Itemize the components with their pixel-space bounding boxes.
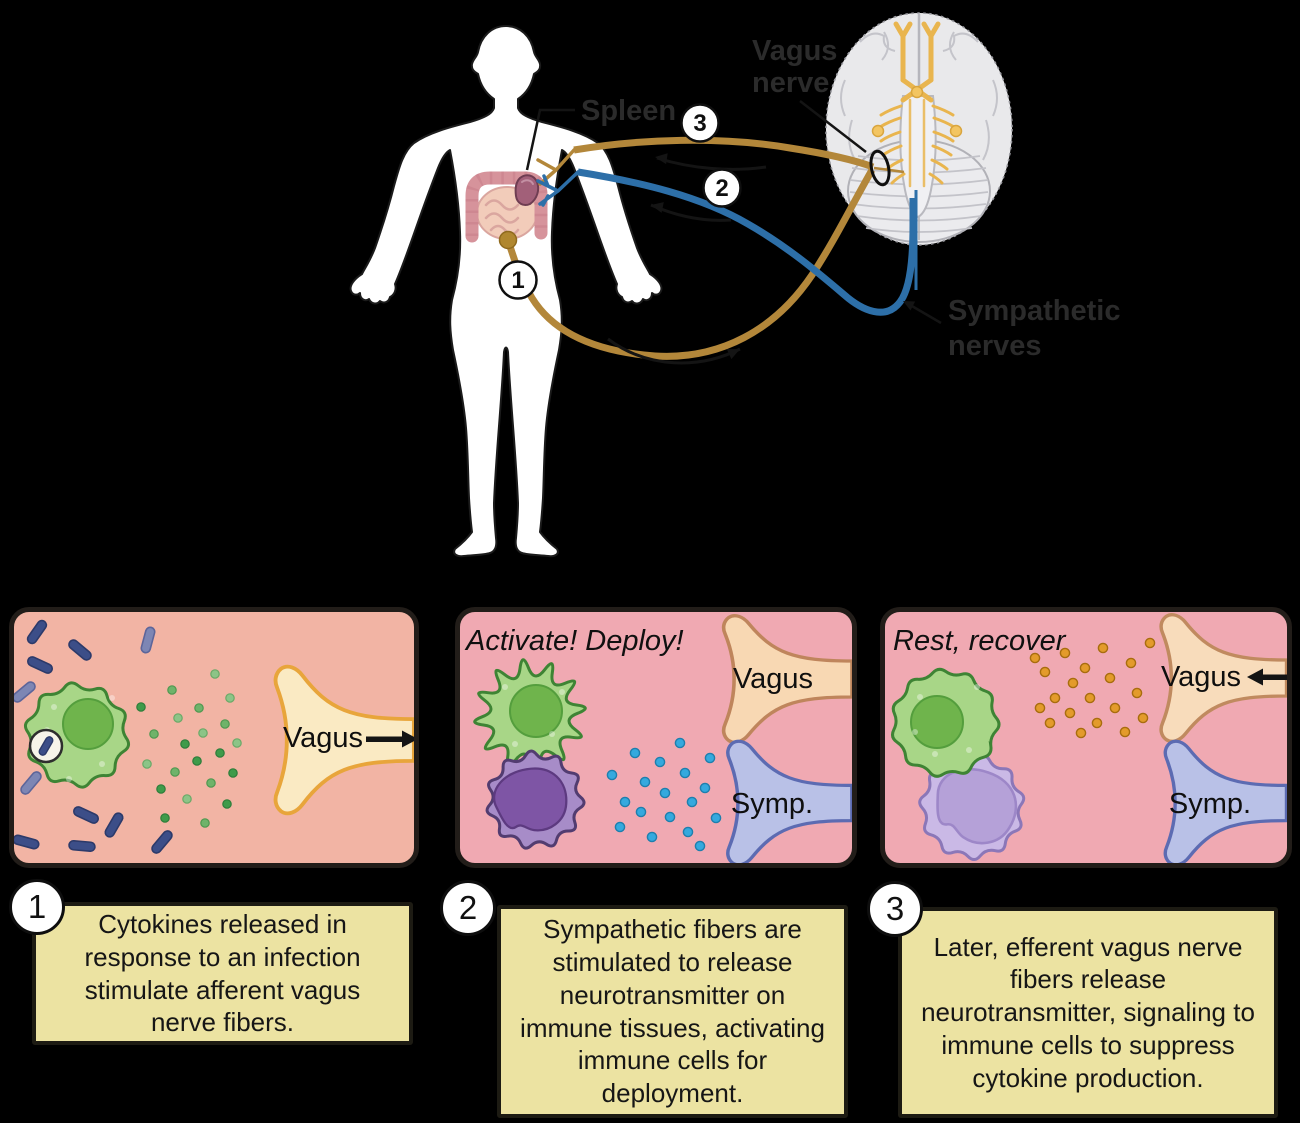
svg-text:3: 3 bbox=[693, 110, 706, 137]
vagus-nerve-label: Vagus bbox=[752, 35, 837, 67]
vagus-efferent-pathway bbox=[573, 136, 875, 171]
caption-number-3: 3 bbox=[885, 890, 905, 927]
gut-cytokine-source-dot bbox=[498, 230, 518, 250]
cranial-nerves bbox=[871, 21, 963, 188]
svg-text:1: 1 bbox=[511, 267, 524, 294]
caption-number-badge-1: 1 bbox=[9, 879, 65, 935]
anatomy-diagram: 1 2 3 Spleen Vagus nerve Sympathetic ner… bbox=[349, 12, 1120, 558]
vagus-afferent-pathway bbox=[504, 168, 876, 360]
panel-sympathetic-activation: Activate! Deploy! Vagus Symp. bbox=[455, 607, 857, 868]
panel-afferent-signal: Vagus bbox=[9, 607, 419, 868]
vagus-terminal-label: Vagus bbox=[283, 722, 363, 754]
vagus-terminal-label: Vagus bbox=[1161, 661, 1241, 693]
sympathetic-nerves-label: Sympathetic bbox=[948, 295, 1120, 327]
direction-arrow-left-icon bbox=[1247, 668, 1287, 686]
signal-direction-arrows bbox=[607, 153, 767, 365]
caption-text-2: Sympathetic fibers are stimulated to rel… bbox=[520, 914, 825, 1108]
rest-recover-annotation: Rest, recover bbox=[893, 625, 1067, 657]
direction-arrow-right-icon bbox=[366, 730, 414, 748]
step-badge-2: 2 bbox=[702, 168, 742, 208]
svg-text:2: 2 bbox=[715, 175, 728, 202]
sympathetic-nerves-label-line2: nerves bbox=[948, 330, 1042, 362]
lymphocyte-cell bbox=[485, 749, 586, 850]
neurotransmitter-dots-orange bbox=[1029, 637, 1156, 739]
bacteria-group bbox=[14, 619, 173, 854]
brain-illustration bbox=[825, 12, 1013, 290]
macrophage-cell bbox=[23, 681, 131, 789]
symp-terminal-label: Symp. bbox=[1169, 788, 1251, 820]
caption-number-badge-3: 3 bbox=[867, 881, 923, 937]
activated-macrophage-cell bbox=[473, 658, 587, 772]
resting-lymphocyte-cell bbox=[918, 754, 1026, 862]
label-pointers bbox=[525, 100, 942, 325]
vagus-oval-marker bbox=[869, 149, 891, 187]
caption-box-3: Later, efferent vagus nerve fibers relea… bbox=[898, 907, 1278, 1118]
activate-deploy-annotation: Activate! Deploy! bbox=[464, 625, 684, 657]
caption-box-2: Sympathetic fibers are stimulated to rel… bbox=[497, 905, 848, 1118]
caption-number-badge-2: 2 bbox=[440, 880, 496, 936]
caption-text-1: Cytokines released in response to an inf… bbox=[84, 909, 361, 1038]
resting-macrophage-cell bbox=[891, 667, 1001, 778]
caption-text-3: Later, efferent vagus nerve fibers relea… bbox=[921, 931, 1255, 1093]
symp-terminal-label: Symp. bbox=[731, 788, 813, 820]
sympathetic-pathway bbox=[577, 168, 917, 316]
spleen-label: Spleen bbox=[581, 95, 676, 127]
panel-vagal-suppression: Rest, recover Vagus Symp. bbox=[880, 607, 1292, 868]
sympathetic-spleen-branch bbox=[536, 170, 580, 207]
caption-number-1: 1 bbox=[27, 888, 47, 925]
vagus-terminal-label: Vagus bbox=[733, 663, 813, 695]
caption-number-2: 2 bbox=[458, 889, 478, 926]
step-badge-1: 1 bbox=[498, 260, 538, 300]
step-badge-3: 3 bbox=[680, 103, 720, 143]
intestines bbox=[465, 171, 548, 243]
neurotransmitter-dots-blue bbox=[606, 737, 722, 852]
cytokine-dots bbox=[136, 669, 242, 828]
caption-box-1: Cytokines released in response to an inf… bbox=[32, 902, 413, 1045]
vagus-nerve-label-line2: nerve bbox=[752, 67, 829, 99]
